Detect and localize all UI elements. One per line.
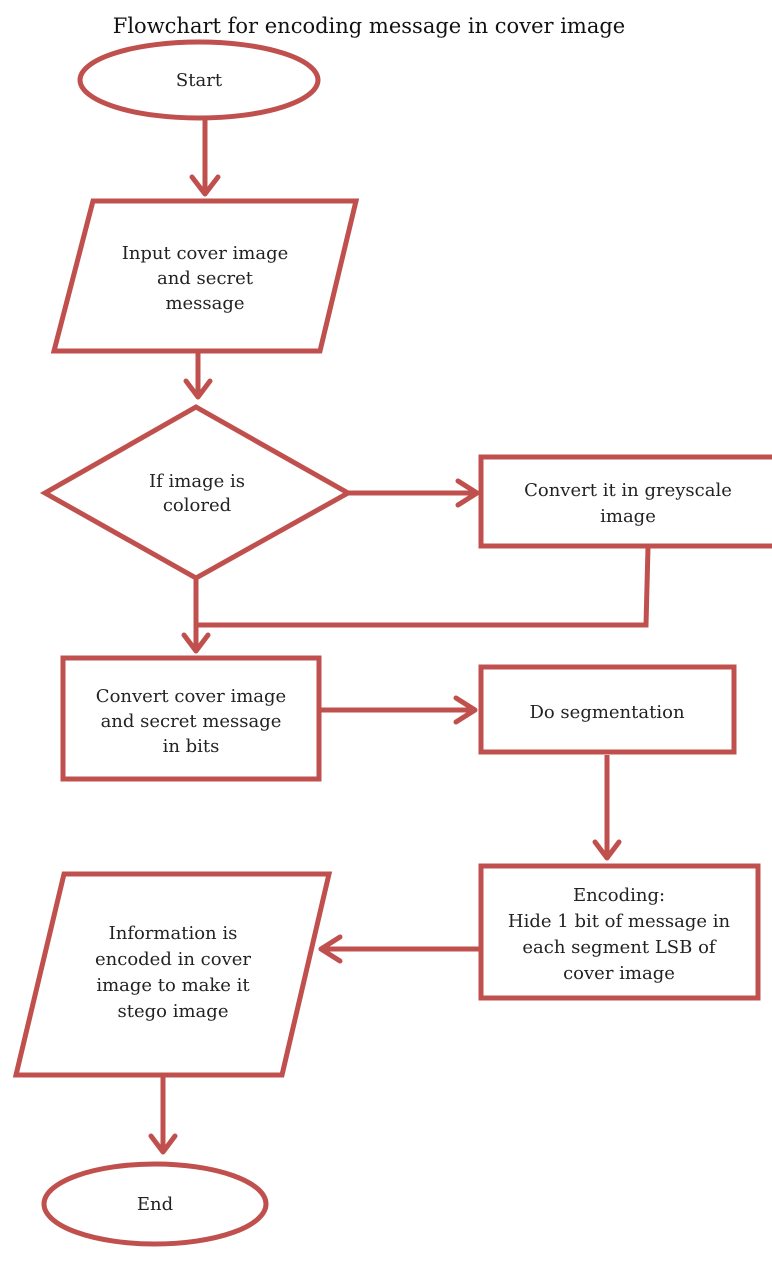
bits-label-line-3: in bits: [163, 736, 220, 757]
segmentation-label: Do segmentation: [529, 702, 685, 723]
encoding-label-line-2: Hide 1 bit of message in: [508, 911, 731, 932]
decision-label-line-1: If image is: [149, 471, 245, 492]
encoding-label-line-1: Encoding:: [573, 885, 665, 906]
end-label: End: [137, 1194, 173, 1215]
output-label-line-4: stego image: [118, 1001, 229, 1022]
edge-start-to-input: [189, 120, 221, 197]
diagram-title: Flowchart for encoding message in cover …: [113, 14, 625, 38]
output-label-line-3: image to make it: [96, 975, 250, 996]
input-label-line-2: and secret: [157, 268, 254, 289]
input-label-line-3: message: [165, 293, 244, 314]
greyscale-label-line-2: image: [600, 506, 656, 527]
encoding-label-line-4: cover image: [563, 963, 675, 984]
edge-decision-to-greyscale: [348, 478, 480, 508]
edge-greyscale-to-merge: [196, 546, 651, 628]
output-label-line-2: encoded in cover: [95, 949, 251, 970]
encoding-label-line-3: each segment LSB of: [522, 937, 717, 958]
decision-node: If image is colored: [39, 404, 354, 581]
end-terminator: End: [41, 1161, 269, 1247]
input-data-node: Input cover image and secret message: [50, 198, 360, 354]
bits-label-line-1: Convert cover image: [96, 686, 286, 707]
start-label: Start: [176, 70, 223, 91]
segmentation-process-node: Do segmentation: [478, 664, 737, 755]
output-label-line-1: Information is: [109, 923, 238, 944]
bits-label-line-2: and secret message: [101, 711, 282, 732]
edge-decision-to-bits: [181, 578, 211, 654]
greyscale-process-node: Convert it in greyscale image: [478, 454, 772, 549]
edge-encoding-to-output: [318, 934, 481, 964]
decision-label-line-2: colored: [163, 495, 231, 516]
edge-input-to-decision: [183, 352, 213, 400]
edge-bits-to-segmentation: [320, 695, 478, 725]
edge-output-to-end: [148, 1076, 178, 1155]
edge-segmentation-to-encoding: [592, 755, 622, 861]
output-data-node: Information is encoded in cover image to…: [12, 871, 333, 1078]
start-terminator: Start: [77, 39, 321, 121]
bits-process-node: Convert cover image and secret message i…: [60, 655, 322, 782]
encoding-process-node: Encoding: Hide 1 bit of message in each …: [478, 863, 761, 1001]
greyscale-label-line-1: Convert it in greyscale: [524, 480, 732, 501]
input-label-line-1: Input cover image: [122, 243, 289, 264]
